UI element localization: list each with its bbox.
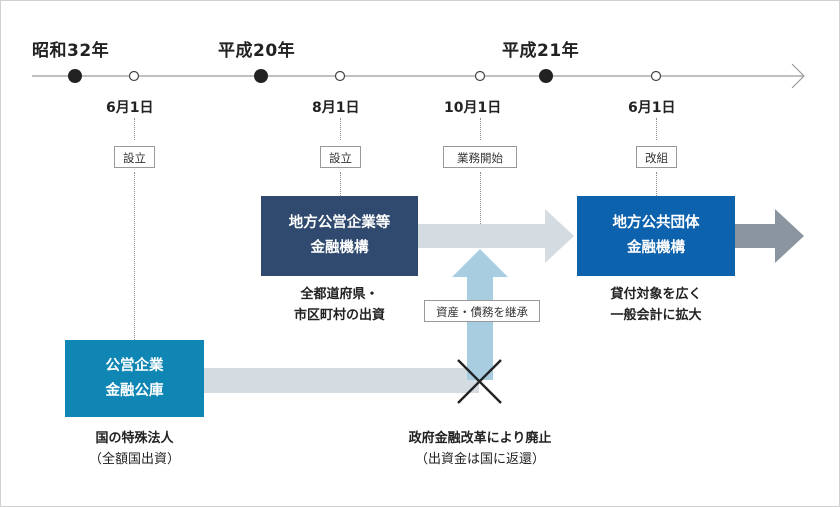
connector-1a xyxy=(134,118,135,140)
event-tag-start-business: 業務開始 xyxy=(443,146,517,168)
note-abolish-line-2: （出資金は国に返還） xyxy=(414,452,545,467)
date-marker-4 xyxy=(650,70,662,82)
inherit-label: 資産・債務を継承 xyxy=(424,300,540,322)
event-tag-establish-2: 設立 xyxy=(320,146,361,168)
date-label-2: 8月1日 xyxy=(312,100,360,116)
connector-1b xyxy=(134,172,135,340)
date-label-3: 10月1日 xyxy=(444,100,502,116)
note-abolish-line-1: 政府金融改革により廃止 xyxy=(408,431,552,446)
date-marker-2 xyxy=(334,70,346,82)
connector-4b xyxy=(656,172,657,196)
note-chihou-kyoudou-line-1: 貸付対象を広く xyxy=(610,287,702,302)
org-chihou-koei-line-2: 金融機構 xyxy=(310,240,369,256)
date-label-1: 6月1日 xyxy=(106,100,154,116)
connector-4a xyxy=(656,118,657,140)
event-tag-reorganize: 改組 xyxy=(636,146,677,168)
date-label-4: 6月1日 xyxy=(628,100,676,116)
era-label-showa32: 昭和32年 xyxy=(32,41,110,61)
note-koei: 国の特殊法人 （全額国出資） xyxy=(62,428,207,470)
note-chihou-kyoudou-line-2: 一般会計に拡大 xyxy=(610,308,702,323)
note-koei-line-1: 国の特殊法人 xyxy=(95,431,174,446)
note-chihou-kyoudou: 貸付対象を広く 一般会計に拡大 xyxy=(578,284,734,326)
connector-3b xyxy=(480,172,481,224)
org-koei-kinyu-koko: 公営企業 金融公庫 xyxy=(65,340,204,417)
org-chihou-kyoudou-line-1: 地方公共団体 xyxy=(612,215,700,231)
date-marker-1 xyxy=(128,70,140,82)
connector-3a xyxy=(480,118,481,140)
flow-bar-koei xyxy=(204,368,479,393)
org-chihou-kyoudou-line-2: 金融機構 xyxy=(627,240,685,256)
org-chihou-kyoudou-dantai: 地方公共団体 金融機構 xyxy=(577,196,735,276)
flow-arrow-continue xyxy=(735,209,804,263)
era-label-heisei20: 平成20年 xyxy=(218,41,296,61)
note-chihou-koei-line-2: 市区町村の出資 xyxy=(293,308,385,323)
note-koei-line-2: （全額国出資） xyxy=(88,452,180,467)
flow-arrow-to-reorg xyxy=(418,209,574,263)
abolish-x-2 xyxy=(457,359,502,404)
timeline-arrowhead xyxy=(791,63,805,89)
note-chihou-koei-line-1: 全都道府県・ xyxy=(300,287,379,302)
org-chihou-koei-kigyo: 地方公営企業等 金融機構 xyxy=(261,196,418,276)
era-marker-3 xyxy=(539,69,553,83)
connector-2b xyxy=(340,172,341,196)
date-marker-3 xyxy=(474,70,486,82)
note-chihou-koei: 全都道府県・ 市区町村の出資 xyxy=(262,284,417,326)
org-chihou-koei-line-1: 地方公営企業等 xyxy=(288,215,391,231)
era-marker-2 xyxy=(254,69,268,83)
era-marker-1 xyxy=(68,69,82,83)
event-tag-establish-1: 設立 xyxy=(114,146,155,168)
note-abolish: 政府金融改革により廃止 （出資金は国に返還） xyxy=(380,428,580,470)
org-koei-line-1: 公営企業 xyxy=(105,357,164,374)
connector-2a xyxy=(340,118,341,140)
org-koei-line-2: 金融公庫 xyxy=(105,382,164,399)
era-label-heisei21: 平成21年 xyxy=(502,41,580,61)
